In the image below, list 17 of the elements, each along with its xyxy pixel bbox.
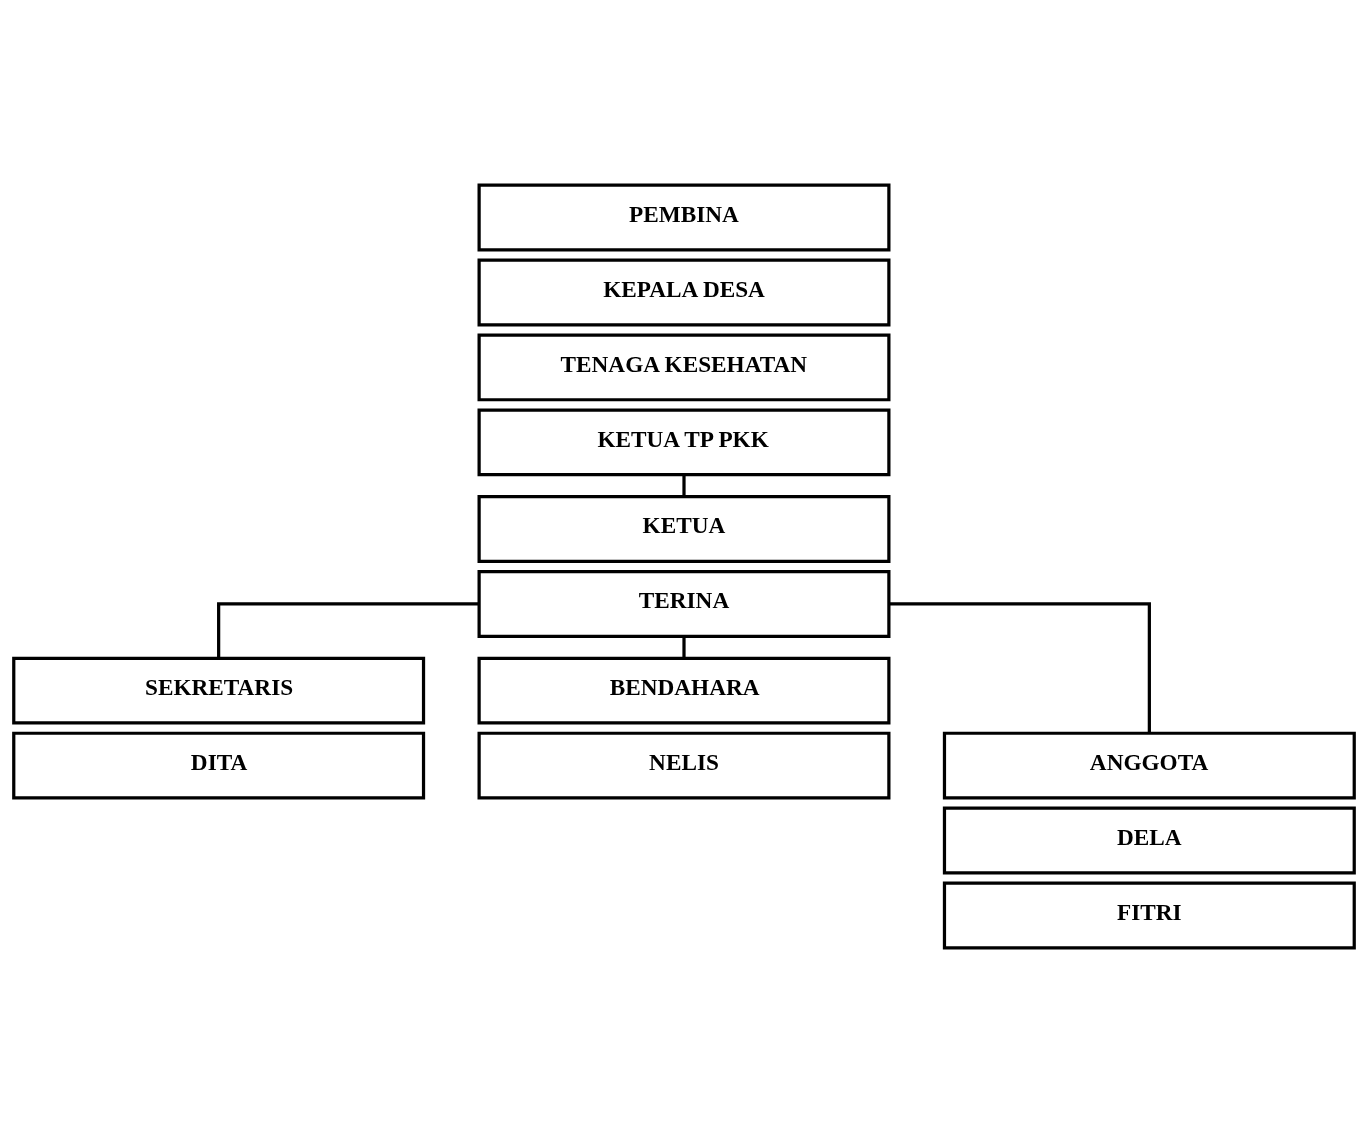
node-box: FITRI	[942, 881, 1356, 950]
node-box: DELA	[942, 806, 1356, 875]
node-box: DITA	[12, 731, 426, 800]
node-box: BENDAHARA	[477, 656, 891, 725]
connector	[217, 602, 479, 658]
node-box: ANGGOTA	[942, 731, 1356, 800]
node-box: NELIS	[477, 731, 891, 800]
connector	[682, 636, 686, 658]
node-box: KETUA	[477, 495, 891, 563]
node-box: KEPALA DESA	[477, 258, 891, 327]
connector	[889, 602, 1151, 733]
node-box: TERINA	[477, 570, 891, 638]
node-box: KETUA TP PKK	[477, 408, 891, 477]
node-box: TENAGA KESEHATAN	[477, 333, 891, 402]
node-box: SEKRETARIS	[12, 656, 426, 725]
connector	[682, 475, 686, 497]
node-box: PEMBINA	[477, 183, 891, 252]
